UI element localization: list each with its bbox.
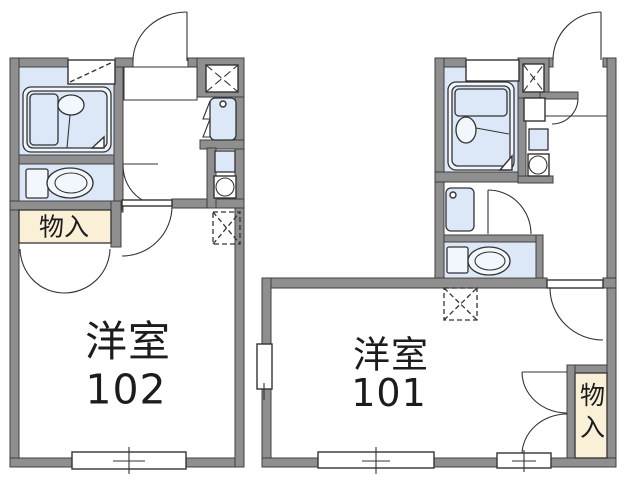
wall xyxy=(9,200,123,211)
kitchen-sink-101 xyxy=(528,128,549,151)
storage-102-label: 物入 xyxy=(38,212,90,242)
window-102-south xyxy=(71,447,187,474)
entrance-door-101 xyxy=(552,11,602,61)
washroom-door-101 xyxy=(487,189,532,235)
wall xyxy=(443,234,544,243)
bathtub-102 xyxy=(22,86,112,153)
washbasin-101 xyxy=(445,187,475,232)
wall xyxy=(539,91,579,100)
bathroom-door-101 xyxy=(465,59,520,82)
storage-101-label: 物入 xyxy=(576,382,606,446)
stove-101 xyxy=(527,153,550,177)
wall xyxy=(110,200,122,248)
wall xyxy=(434,171,524,183)
kitchen-sink-102 xyxy=(214,150,236,173)
wall xyxy=(606,57,617,468)
bathtub-101 xyxy=(447,81,515,171)
washing-machine-space-101 xyxy=(522,63,545,93)
entrance-hall-102 xyxy=(123,66,198,101)
bathroom-door-102 xyxy=(67,59,116,85)
refrigerator-space-101 xyxy=(443,287,478,321)
toilet-102 xyxy=(25,167,94,199)
stove-102 xyxy=(213,175,237,199)
toilet-101 xyxy=(446,246,511,276)
washbasin-102 xyxy=(202,97,237,141)
closet-doors-101 xyxy=(521,371,568,456)
refrigerator-space-102 xyxy=(212,211,241,245)
room-102-number: 102 xyxy=(85,365,167,414)
washing-machine-space-102 xyxy=(205,64,239,93)
wall xyxy=(602,277,617,289)
unit-101 xyxy=(256,11,617,474)
wall xyxy=(517,175,554,184)
wall xyxy=(113,66,124,213)
closet-doors-102 xyxy=(19,248,111,294)
entrance-door-102 xyxy=(132,11,188,62)
wall xyxy=(114,57,134,68)
toilet-door-102 xyxy=(122,163,159,205)
wall xyxy=(566,364,576,459)
room-door-101 xyxy=(546,279,604,341)
wall xyxy=(261,277,548,289)
unit-102 xyxy=(9,11,245,474)
room-101-label: 洋室 xyxy=(353,333,429,377)
room-101-number: 101 xyxy=(351,371,427,415)
storage-closet-102 xyxy=(18,209,112,244)
room-102-label: 洋室 xyxy=(84,317,172,366)
window-101-west xyxy=(256,343,273,400)
wall xyxy=(261,457,617,468)
shelf-101 xyxy=(523,97,546,122)
hall-door-101 xyxy=(551,97,579,125)
storage-closet-101 xyxy=(574,372,608,459)
window-101-south-small xyxy=(496,450,552,472)
room-door-102 xyxy=(121,199,173,257)
wall xyxy=(18,154,115,165)
window-101-south xyxy=(317,447,435,474)
wall xyxy=(9,57,20,468)
